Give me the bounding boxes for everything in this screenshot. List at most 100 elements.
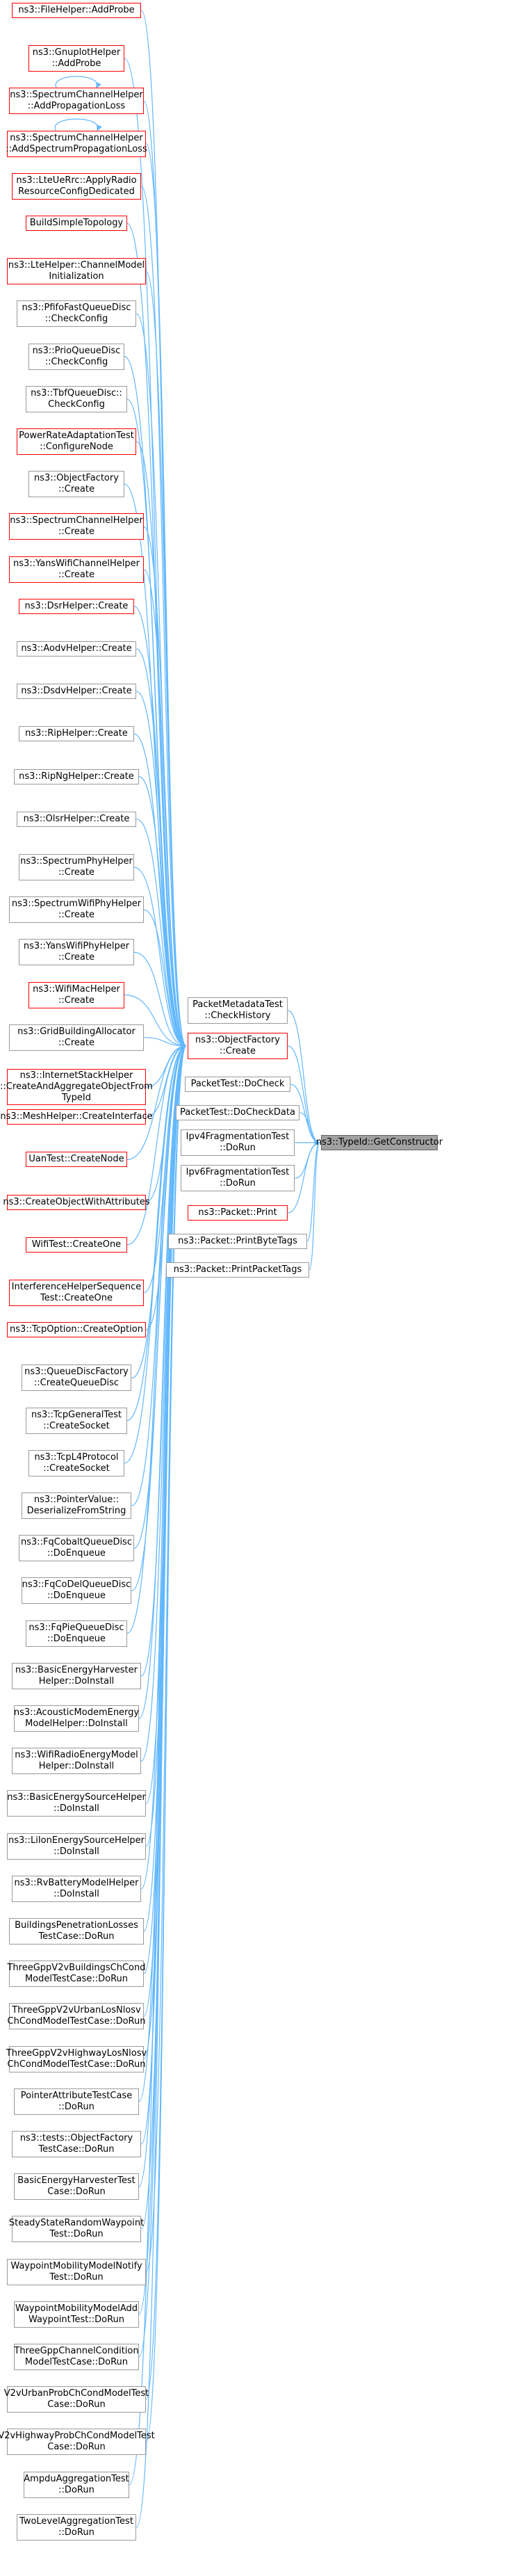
caller-node[interactable]: ns3::TcpGeneralTest::CreateSocket	[26, 1407, 127, 1434]
caller-node[interactable]: AmpduAggregationTest::DoRun	[24, 2471, 129, 2498]
caller-node[interactable]: ns3::InternetStackHelper::CreateAndAggre…	[0, 1069, 153, 1105]
node-label-line: ::Create	[58, 952, 94, 963]
caller-node[interactable]: ns3::GridBuildingAllocator::Create	[9, 1024, 144, 1051]
middle-node-m7[interactable]: ns3::Packet::Print	[187, 1205, 288, 1221]
node-label-line: ns3::MeshHelper::CreateInterface	[0, 1111, 153, 1122]
node-label-line: ns3::PfifoFastQueueDisc	[22, 303, 131, 314]
node-label-line: ns3::SpectrumChannelHelper	[10, 515, 143, 526]
node-label-line: ::Create	[58, 910, 94, 921]
node-label-line: Helper::DoInstall	[38, 1675, 115, 1687]
caller-node[interactable]: ns3::ObjectFactory::Create	[28, 471, 125, 498]
node-label-line: ns3::CreateObjectWithAttributes	[3, 1196, 150, 1207]
caller-node[interactable]: ns3::AodvHelper::Create	[16, 641, 137, 657]
caller-node[interactable]: ns3::FqPieQueueDisc::DoEnqueue	[26, 1620, 127, 1647]
node-label-line: ns3::LteUeRrc::ApplyRadio	[16, 175, 137, 186]
caller-node[interactable]: ns3::FqCobaltQueueDisc::DoEnqueue	[19, 1535, 134, 1562]
caller-node[interactable]: ns3::FileHelper::AddProbe	[11, 3, 142, 18]
caller-node[interactable]: ns3::BasicEnergySourceHelper::DoInstall	[7, 1790, 146, 1817]
caller-node[interactable]: ns3::RipNgHelper::Create	[14, 768, 139, 784]
caller-node[interactable]: ns3::FqCoDelQueueDisc::DoEnqueue	[21, 1577, 132, 1604]
caller-node[interactable]: ns3::GnuplotHelper::AddProbe	[28, 45, 125, 72]
caller-node[interactable]: PowerRateAdaptationTest::ConfigureNode	[16, 428, 137, 455]
node-label-line: Test::CreateOne	[40, 1293, 113, 1303]
caller-node[interactable]: ns3::LiIonEnergySourceHelper::DoInstall	[7, 1833, 146, 1860]
caller-node[interactable]: ns3::MeshHelper::CreateInterface	[0, 1109, 153, 1125]
node-label-line: ::DoInstall	[54, 1888, 99, 1899]
target-node-typeid-getconstructor[interactable]: ns3::TypeId::GetConstructor	[316, 1135, 443, 1150]
caller-node[interactable]: ns3::SpectrumChannelHelper::Create	[9, 513, 144, 540]
middle-node-m4[interactable]: PacketTest::DoCheckData	[175, 1105, 300, 1120]
caller-node[interactable]: ns3::RipHelper::Create	[19, 726, 134, 742]
caller-node[interactable]: PointerAttributeTestCase::DoRun	[14, 2088, 139, 2115]
caller-node[interactable]: ns3::WifiMacHelper::Create	[28, 981, 125, 1008]
node-label-line: ::DoInstall	[54, 1846, 99, 1857]
caller-node[interactable]: ns3::SpectrumWifiPhyHelper::Create	[9, 896, 144, 924]
node-label-line: Test::DoRun	[49, 2229, 104, 2240]
edge-middle-to-target	[309, 1139, 320, 1271]
node-label-line: ns3::SpectrumChannelHelper	[10, 90, 143, 101]
node-label-line: ns3::LiIonEnergySourceHelper	[8, 1835, 145, 1846]
caller-node[interactable]: ns3::RvBatteryModelHelper::DoInstall	[11, 1875, 142, 1902]
edge-middle-to-target	[306, 1139, 320, 1242]
caller-node[interactable]: ns3::PointerValue::DeserializeFromString	[21, 1492, 132, 1519]
node-label-line: ::CheckConfig	[44, 314, 108, 325]
caller-node[interactable]: UanTest::CreateNode	[26, 1152, 127, 1168]
middle-node-m8[interactable]: ns3::Packet::PrintByteTags	[168, 1234, 307, 1249]
middle-node-m5[interactable]: Ipv4FragmentationTest::DoRun	[180, 1129, 295, 1156]
middle-node-m9[interactable]: ns3::Packet::PrintPacketTags	[166, 1262, 309, 1278]
caller-node[interactable]: ns3::PrioQueueDisc::CheckConfig	[28, 343, 125, 370]
caller-node[interactable]: ns3::TcpOption::CreateOption	[7, 1322, 146, 1338]
caller-node[interactable]: ns3::TbfQueueDisc::CheckConfig	[26, 385, 127, 412]
middle-node-m2[interactable]: ns3::ObjectFactory::Create	[187, 1033, 288, 1059]
caller-node[interactable]: ns3::QueueDiscFactory::CreateQueueDisc	[21, 1365, 132, 1392]
caller-node[interactable]: ns3::DsrHelper::Create	[19, 598, 134, 614]
caller-node[interactable]: ns3::OlsrHelper::Create	[16, 811, 137, 827]
middle-node-m3[interactable]: PacketTest::DoCheck	[185, 1077, 290, 1092]
edge-caller-to-objectfactory	[138, 1043, 187, 1719]
node-label-line: ::DoRun	[58, 2484, 94, 2495]
caller-node[interactable]: BuildSimpleTopology	[26, 216, 127, 231]
node-label-line: ::CreateSocket	[43, 1463, 110, 1474]
caller-node[interactable]: TwoLevelAggregationTest::DoRun	[16, 2513, 137, 2541]
caller-node[interactable]: ns3::YansWifiPhyHelper::Create	[19, 939, 134, 966]
edge-caller-to-objectfactory	[133, 951, 187, 1049]
middle-node-m6[interactable]: Ipv6FragmentationTest::DoRun	[180, 1165, 295, 1191]
node-label-line: ::Create	[58, 484, 94, 495]
caller-node[interactable]: ns3::DsdvHelper::Create	[16, 684, 137, 700]
caller-node[interactable]: ns3::SpectrumChannelHelper::AddSpectrumP…	[6, 130, 147, 157]
caller-node[interactable]: ns3::CreateObjectWithAttributes	[3, 1194, 150, 1210]
node-label-line: ns3::FileHelper::AddProbe	[18, 5, 135, 15]
caller-node[interactable]: WifiTest::CreateOne	[26, 1237, 127, 1253]
node-label-line: ChCondModelTestCase::DoRun	[7, 2016, 146, 2027]
caller-node[interactable]: ns3::PfifoFastQueueDisc::CheckConfig	[16, 300, 137, 328]
node-label-line: Case::DoRun	[47, 2399, 106, 2410]
caller-node[interactable]: ns3::SpectrumChannelHelper::AddPropagati…	[9, 88, 144, 115]
node-label-line: ns3::PrioQueueDisc	[32, 345, 121, 356]
node-label-line: ns3::SpectrumWifiPhyHelper	[11, 899, 142, 910]
caller-node[interactable]: ns3::TcpL4Protocol::CreateSocket	[28, 1449, 125, 1476]
node-label-line: V2vHighwayProbChCondModelTest	[0, 2431, 155, 2442]
caller-node[interactable]: ns3::YansWifiChannelHelper::Create	[9, 556, 144, 583]
caller-node[interactable]: ns3::SpectrumPhyHelper::Create	[19, 854, 134, 880]
node-label-line: ns3::YansWifiPhyHelper	[23, 941, 130, 952]
edge-caller-to-objectfactory	[140, 1043, 187, 1762]
middle-node-m1[interactable]: PacketMetadataTest::CheckHistory	[187, 997, 288, 1024]
